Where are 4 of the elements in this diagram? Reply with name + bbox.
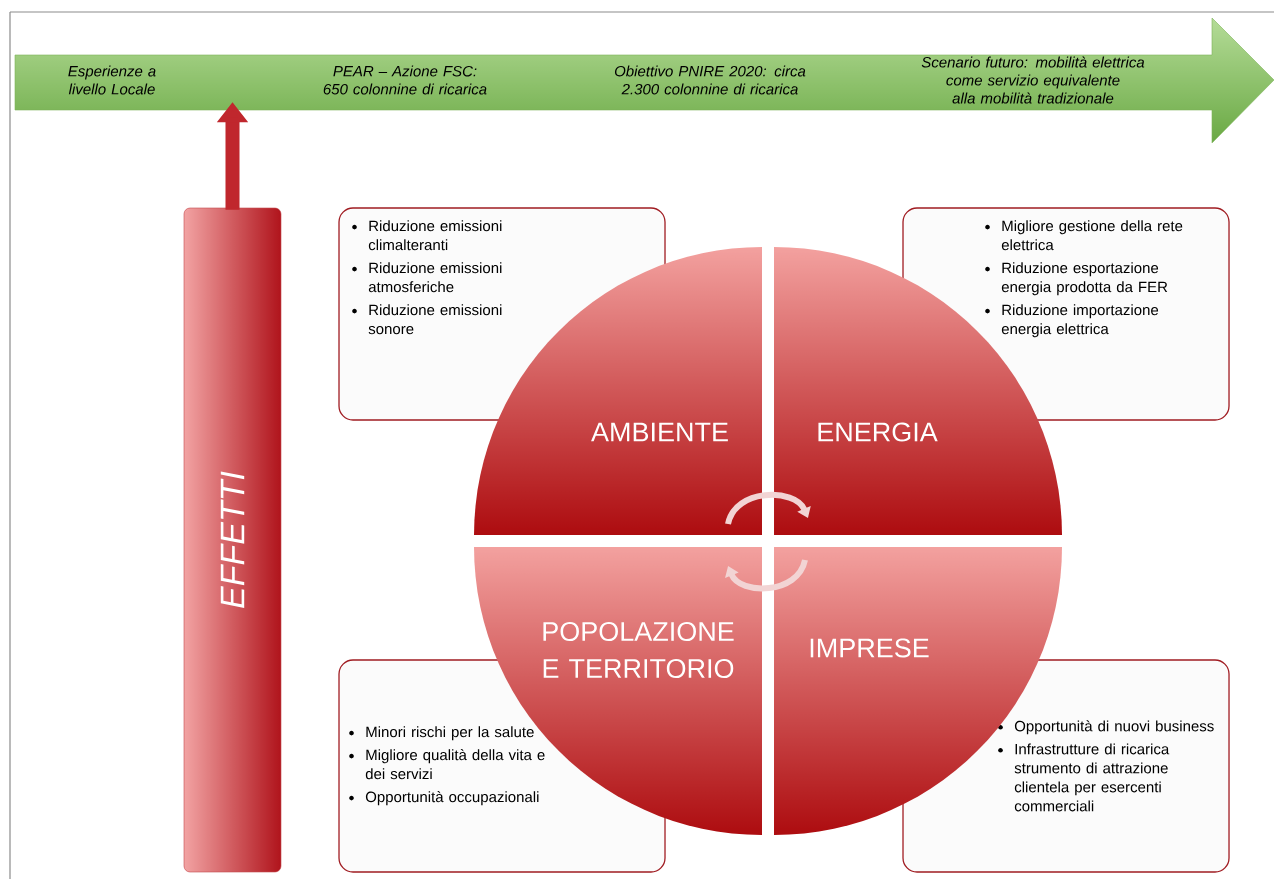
- circle-quadrant: AMBIENTE: [591, 422, 728, 442]
- circle-quadrant: IMPRESE: [810, 638, 929, 658]
- effects-bar: EFFETTI: [183, 207, 282, 873]
- circle-quadrant: ENERGIA: [818, 422, 938, 442]
